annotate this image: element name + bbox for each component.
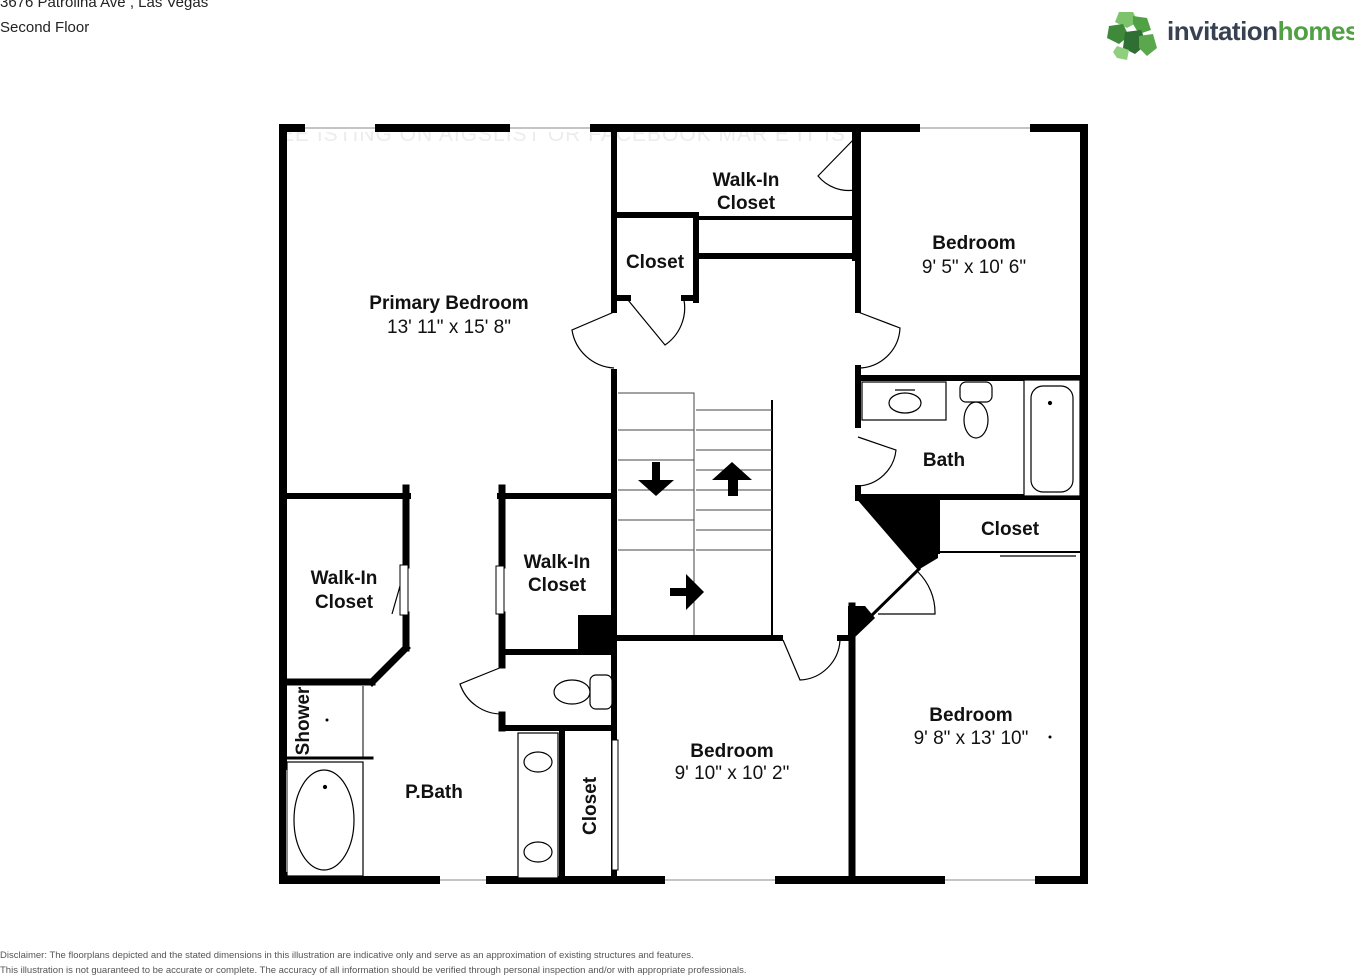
property-address: 3676 Patrolina Ave , Las Vegas <box>0 0 209 11</box>
bathtub-icon <box>1023 379 1081 497</box>
walk-in-closet-top-label-2: Closet <box>717 193 776 214</box>
disclaimer-line-2: This illustration is not guaranteed to b… <box>0 965 747 976</box>
logo-word-homes: homes <box>1277 16 1354 46</box>
bedroom-se-dims: 9' 8" x 13' 10" <box>914 728 1029 749</box>
wall-block <box>578 615 614 655</box>
angled-wall-south <box>848 606 875 640</box>
shower-label: Shower <box>293 686 314 755</box>
toilet-icon <box>959 381 993 439</box>
bedroom-south-label: Bedroom <box>690 741 773 762</box>
closet-east-label: Closet <box>981 519 1040 540</box>
primary-bedroom-dims: 13' 11" x 15' 8" <box>387 317 511 338</box>
bath-label: Bath <box>923 450 965 471</box>
stairs-up-arrow-icon <box>712 462 752 496</box>
p-bath-label: P.Bath <box>405 782 463 803</box>
closet-small-label: Closet <box>626 252 685 273</box>
disclaimer-line-1: Disclaimer: The floorplans depicted and … <box>0 950 694 961</box>
walk-in-closet-mid-label-2: Closet <box>528 575 587 596</box>
bedroom-se-label: Bedroom <box>929 705 1012 726</box>
primary-bedroom-label: Primary Bedroom <box>369 293 528 314</box>
closet-vertical-label: Closet <box>580 776 601 835</box>
bath-vanity <box>861 381 947 421</box>
floor-label: Second Floor <box>0 19 90 36</box>
angled-wall-north <box>855 497 938 570</box>
ceiling-point <box>1048 735 1052 739</box>
invitation-homes-logo: invitationhomes <box>1105 8 1354 60</box>
bedroom-south-dims: 9' 10" x 10' 2" <box>675 763 790 784</box>
bedroom-ne-label: Bedroom <box>932 233 1015 254</box>
oval-bathtub-icon <box>286 761 364 877</box>
logo-word-invitation: invitation <box>1167 16 1278 46</box>
walk-in-closet-top-label-1: Walk-In <box>713 170 780 191</box>
walk-in-closet-left-label-2: Closet <box>315 592 374 613</box>
bedroom-ne-dims: 9' 5" x 10' 6" <box>922 257 1026 278</box>
door-leaves <box>399 564 619 871</box>
leaf-cluster-logo-icon <box>1107 12 1157 60</box>
walk-in-closet-mid-label-1: Walk-In <box>524 552 591 573</box>
angled-door-jamb <box>863 566 922 624</box>
walk-in-closet-left-label-1: Walk-In <box>311 568 378 589</box>
shower-drain <box>325 718 329 722</box>
toilet-icon-primary <box>553 674 613 710</box>
double-vanity <box>517 732 559 879</box>
stairs-down-arrow-icon <box>638 462 674 496</box>
stairs-direction-arrow-icon <box>670 574 704 610</box>
window-lines <box>305 127 1035 881</box>
